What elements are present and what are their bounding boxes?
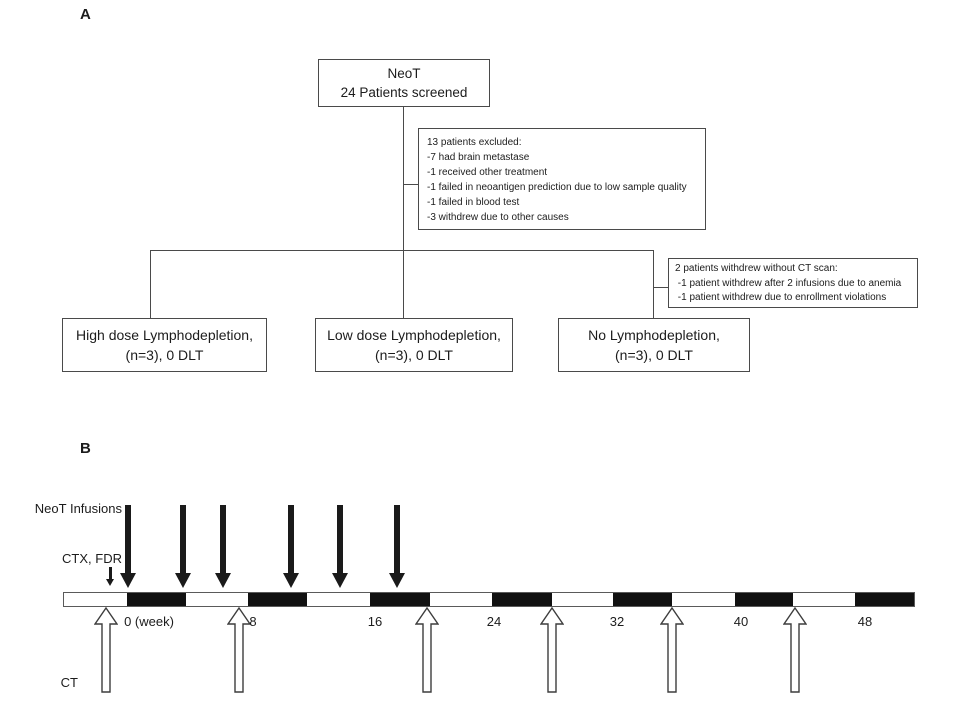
screening-box-text: NeoT 24 Patients screened [340, 66, 468, 100]
connector-excluded [403, 184, 418, 185]
infusion-down-arrow-icon [337, 505, 343, 573]
week-tick-label: 40 [733, 614, 749, 629]
timeline-black-segment [735, 593, 793, 606]
connector-branch-horizontal [150, 250, 654, 251]
ct-scan-up-arrow-icon [93, 606, 119, 693]
ct-scan-up-arrow-icon [226, 606, 252, 693]
timeline-black-segment [248, 593, 307, 606]
withdrew-box: 2 patients withdrew without CT scan: -1 … [668, 258, 918, 308]
timeline-black-segment [370, 593, 430, 606]
ct-scan-up-arrow-icon [539, 606, 565, 693]
treatment-arm-box: No Lymphodepletion, (n=3), 0 DLT [558, 318, 750, 372]
week-tick-label: 0 (week) [124, 614, 174, 629]
week-tick-label: 16 [367, 614, 383, 629]
panel-a-label: A [80, 6, 91, 23]
ct-scan-up-arrow-icon [782, 606, 808, 693]
treatment-arm-text: High dose Lymphodepletion, (n=3), 0 DLT [76, 327, 253, 363]
infusion-down-arrow-icon [180, 505, 186, 573]
timeline-black-segment [127, 593, 186, 606]
ctx-fdr-row-label: CTX, FDR [62, 551, 122, 566]
panel-b-label: B [80, 440, 91, 457]
connector-drop-high-dose [150, 250, 151, 318]
connector-withdrew [653, 287, 668, 288]
connector-main-vertical [403, 107, 404, 318]
excluded-box: 13 patients excluded: -7 had brain metas… [418, 128, 706, 230]
timeline-black-segment [492, 593, 552, 606]
treatment-arm-text: No Lymphodepletion, (n=3), 0 DLT [588, 327, 720, 363]
timeline-black-segment [613, 593, 672, 606]
ct-scan-up-arrow-icon [659, 606, 685, 693]
infusion-down-arrow-icon [288, 505, 294, 573]
connector-drop-no-dose [653, 250, 654, 320]
screening-box: NeoT 24 Patients screened [318, 59, 490, 107]
treatment-arm-box: High dose Lymphodepletion, (n=3), 0 DLT [62, 318, 267, 372]
week-tick-label: 48 [857, 614, 873, 629]
timeline-bar [63, 592, 915, 607]
week-tick-label: 24 [486, 614, 502, 629]
ct-scan-up-arrow-icon [414, 606, 440, 693]
infusion-down-arrow-icon [220, 505, 226, 573]
infusion-down-arrow-icon [394, 505, 400, 573]
week-tick-label: 32 [609, 614, 625, 629]
timeline-black-segment [855, 593, 914, 606]
treatment-arm-box: Low dose Lymphodepletion, (n=3), 0 DLT [315, 318, 513, 372]
treatment-arm-text: Low dose Lymphodepletion, (n=3), 0 DLT [327, 327, 501, 363]
infusions-row-label: NeoT Infusions [34, 501, 122, 516]
infusion-down-arrow-icon [125, 505, 131, 573]
week-tick-label: 8 [249, 614, 257, 629]
ct-row-label: CT [60, 675, 78, 690]
ctx-fdr-down-arrow-icon [108, 567, 112, 579]
